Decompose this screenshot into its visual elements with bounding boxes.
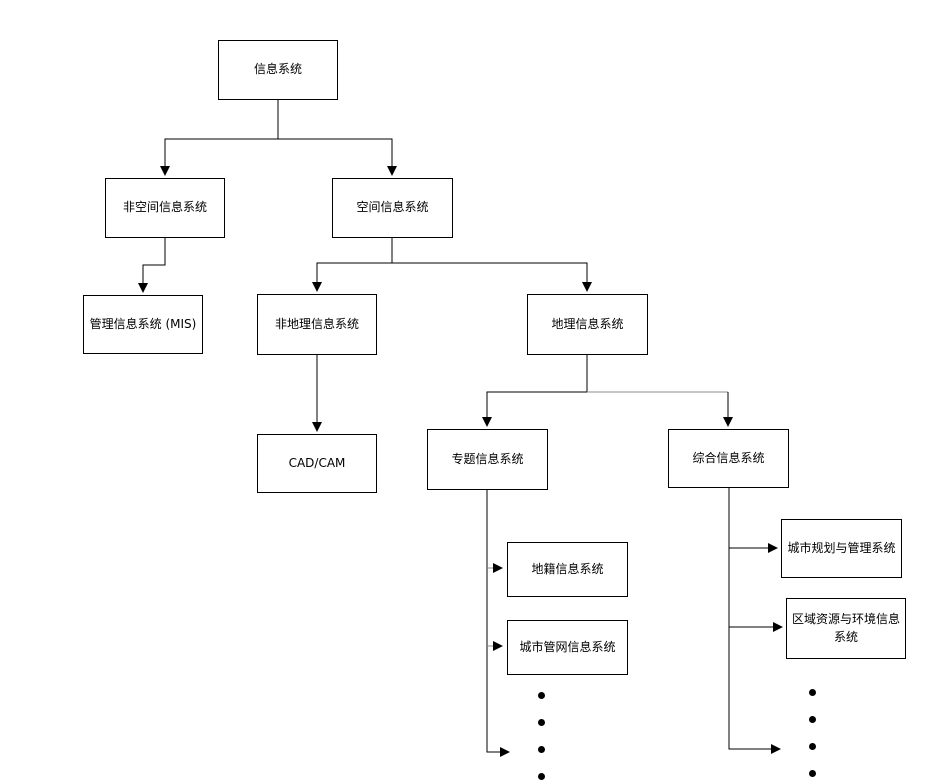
node-label: 非空间信息系统 [122,200,207,215]
node-label: 综合信息系统 [692,450,765,465]
ellipsis-dot [538,719,545,726]
connector-root-to-spatial [278,138,397,176]
node-label: 非地理信息系统 [274,316,359,331]
ellipsis-dot [538,746,545,753]
node-label: 空间信息系统 [356,200,429,215]
connector-thematic-trunk [486,490,510,757]
node-label: CAD/CAM [288,455,346,470]
connector-root-to-nonspatial [160,138,278,176]
ellipsis-dot [538,692,545,699]
connector-gis-to-thematic [482,391,587,427]
node-label: 信息系统 [253,62,302,77]
node-management-information-system: 管理信息系统 (MIS) [83,295,203,354]
ellipsis-dot [809,770,816,777]
ellipsis-dot [809,689,816,696]
node-label: 地理信息系统 [551,316,624,331]
node-non-geographic-information-system: 非地理信息系统 [257,294,377,355]
ellipsis-dot [809,743,816,750]
node-urban-planning-management-system: 城市规划与管理系统 [781,519,902,578]
connector-spatial-to-gis [392,262,592,292]
node-integrated-information-system: 综合信息系统 [668,429,789,488]
node-label: 地籍信息系统 [531,561,604,576]
connector-integrated-trunk [728,488,781,754]
ellipsis-dot [809,716,816,723]
node-non-spatial-information-system: 非空间信息系统 [105,178,225,238]
node-geographic-information-system: 地理信息系统 [527,294,648,355]
node-thematic-information-system: 专题信息系统 [427,429,548,490]
node-cad-cam: CAD/CAM [257,434,377,493]
ellipsis-dots-right [809,689,816,777]
node-spatial-information-system: 空间信息系统 [332,178,453,238]
connector-nonspatial-to-mis [138,238,166,293]
node-urban-pipe-network-information-system: 城市管网信息系统 [507,620,628,675]
node-label: 城市规划与管理系统 [787,540,896,555]
node-label: 城市管网信息系统 [519,639,616,654]
ellipsis-dots-left [538,692,545,780]
node-information-system: 信息系统 [218,40,338,100]
node-label: 专题信息系统 [451,451,524,466]
node-label: 区域资源与环境信息系统 [791,612,900,644]
connector-spatial-to-nongis [312,262,392,292]
node-regional-resources-environment-information-system: 区域资源与环境信息系统 [786,598,906,659]
ellipsis-dot [538,773,545,780]
node-cadastral-information-system: 地籍信息系统 [507,542,628,597]
node-label: 管理信息系统 (MIS) [89,316,197,331]
